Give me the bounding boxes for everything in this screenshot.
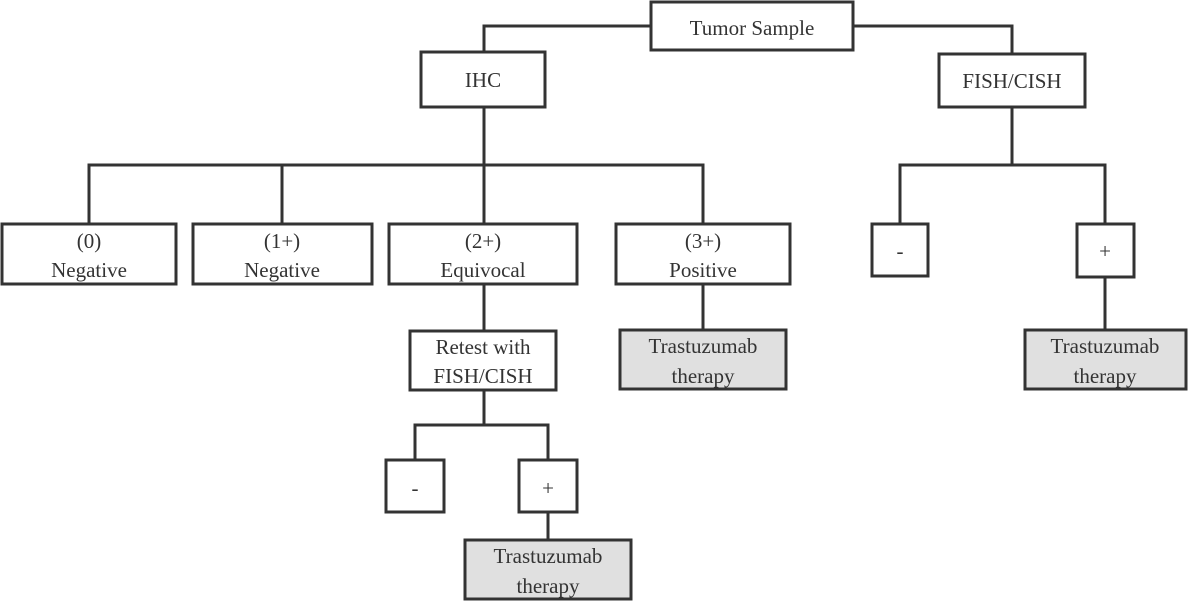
node-therapy-ihc3-box [618,328,788,391]
node-ihc-0-box [0,222,178,286]
node-ihc-3-box [614,222,792,286]
node-fish-neg-label: - [897,239,904,263]
node-retest-neg-box [384,458,446,514]
node-retest-pos-label: + [542,476,554,500]
node-ihc-2-box [387,222,579,286]
node-therapy-fish-box [1023,328,1188,391]
node-tumor-sample-label: Tumor Sample [690,16,815,40]
edge-tumor-ihc [482,24,653,54]
node-fish-pos-box [1075,222,1136,279]
node-labels: Tumor Sample IHC FISH/CISH (0) Negative … [51,16,1159,598]
node-therapy-ihc3-line2: therapy [672,364,735,388]
node-ihc-2-result: Equivocal [440,258,525,282]
node-ihc-0-score: (0) [77,229,102,253]
node-fish-pos-label: + [1099,239,1111,263]
connectors [87,24,1107,542]
node-ihc-1-score: (1+) [264,229,300,253]
node-retest-line2: FISH/CISH [433,364,532,388]
node-fish-cish-label: FISH/CISH [962,69,1061,93]
node-retest-pos-box [517,458,579,514]
node-therapy-retest-line1: Trastuzumab [494,544,603,568]
node-retest-box [408,329,558,392]
node-fish-neg-box [870,222,930,278]
node-therapy-ihc3-line1: Trastuzumab [649,334,758,358]
node-ihc-1-result: Negative [244,258,320,282]
node-ihc-0-result: Negative [51,258,127,282]
node-therapy-fish-line1: Trastuzumab [1051,334,1160,358]
node-ihc-3-score: (3+) [685,229,721,253]
node-ihc-box [419,50,547,109]
node-ihc-label: IHC [465,68,501,92]
node-therapy-retest-box [463,538,633,601]
node-therapy-retest-line2: therapy [517,574,580,598]
node-fish-cish-box [937,52,1087,109]
node-ihc-1-box [191,222,374,286]
node-ihc-2-score: (2+) [465,229,501,253]
node-retest-neg-label: - [412,476,419,500]
node-therapy-fish-line2: therapy [1074,364,1137,388]
edge-tumor-fish [851,24,1014,56]
node-ihc-3-result: Positive [669,258,737,282]
node-retest-line1: Retest with [435,335,531,359]
node-tumor-sample-box [649,0,855,52]
